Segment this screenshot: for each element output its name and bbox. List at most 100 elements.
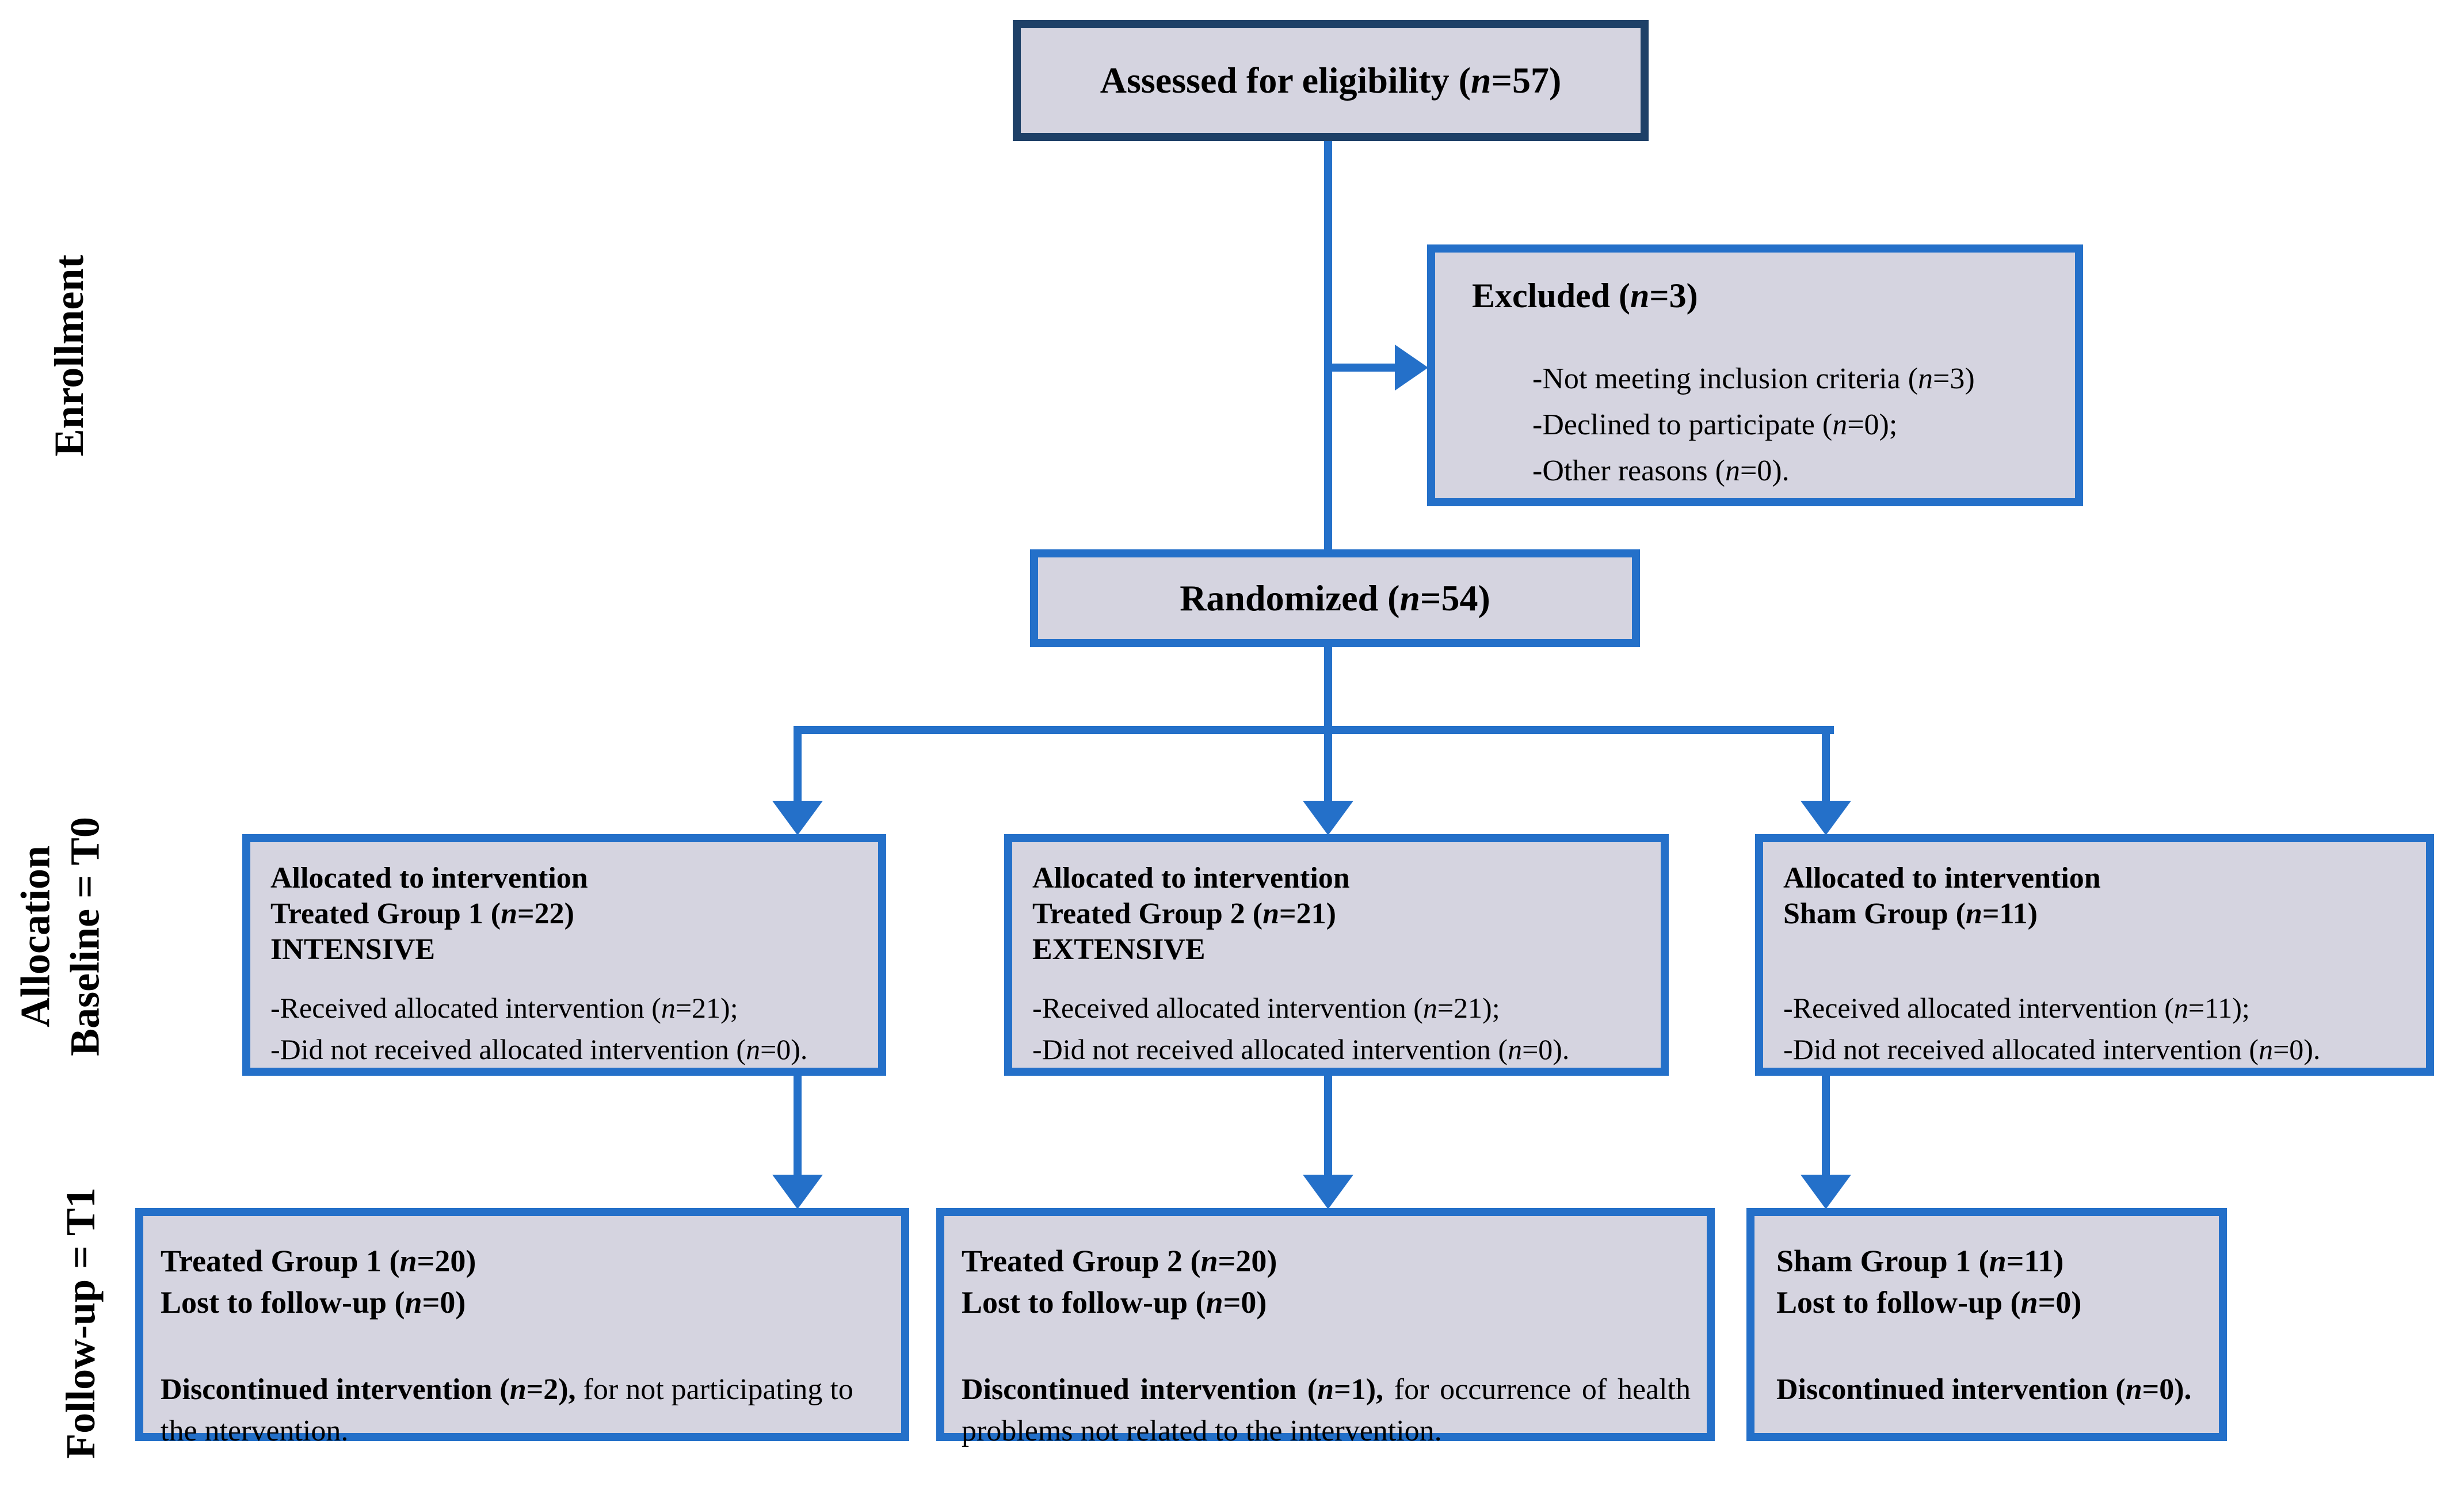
text-segment: =11) xyxy=(2006,1244,2064,1278)
text-segment: n xyxy=(1422,992,1437,1024)
text-line: Allocated to intervention xyxy=(270,861,865,896)
text-segment: Lost to follow-up ( xyxy=(161,1285,405,1320)
text-segment: =3) xyxy=(1649,277,1698,315)
text-segment: n xyxy=(1989,1244,2007,1278)
text-segment: Treated Group 2 ( xyxy=(962,1244,1201,1278)
text-segment: =0). xyxy=(1740,454,1790,487)
text-segment: =11); xyxy=(2188,992,2250,1024)
text-segment: for occurrence of health problems not re… xyxy=(962,1373,1691,1447)
followup-group1-discontinued: Discontinued intervention (n=2), for not… xyxy=(161,1369,885,1452)
text-line: Treated Group 1 (n=20) xyxy=(161,1240,885,1282)
text-segment: -Received allocated intervention ( xyxy=(1032,992,1423,1024)
text-line: -Not meeting inclusion criteria (n=3) xyxy=(1532,356,2058,402)
text-segment: n xyxy=(1399,578,1421,618)
stage-label-allocation-line2: Baseline = T0 xyxy=(62,817,108,1056)
arrowhead-allocation-group2-icon xyxy=(1303,801,1353,835)
excluded-title: Excluded (n=3) xyxy=(1472,277,2058,315)
text-segment: n xyxy=(1508,1033,1523,1065)
text-segment: -Did not received allocated intervention… xyxy=(1783,1033,2259,1065)
text-line: Lost to follow-up (n=0) xyxy=(1776,1282,2210,1323)
branch-line-sham xyxy=(1822,726,1830,804)
text-segment: n xyxy=(405,1285,422,1320)
text-segment: Discontinued intervention ( xyxy=(1776,1373,2126,1406)
text-segment: Allocated to intervention xyxy=(1783,862,2101,895)
followup-sham-discontinued: Discontinued intervention (n=0). xyxy=(1776,1369,2210,1411)
allocation-sham-items: -Received allocated intervention (n=11);… xyxy=(1783,987,2413,1070)
text-line: -Declined to participate (n=0); xyxy=(1532,402,2058,448)
text-segment: =1), xyxy=(1334,1373,1384,1406)
text-line: -Received allocated intervention (n=11); xyxy=(1783,987,2413,1029)
text-segment: n xyxy=(509,1373,527,1406)
text-segment: n xyxy=(1965,897,1982,930)
stage-label-followup: Follow-up = T1 xyxy=(57,1187,104,1459)
text-segment: =2), xyxy=(526,1373,576,1406)
text-segment: =0); xyxy=(1847,408,1898,441)
text-segment: Lost to follow-up ( xyxy=(1776,1285,2021,1320)
text-segment: =0). xyxy=(760,1033,808,1065)
arrowhead-allocation-sham-icon xyxy=(1801,801,1851,835)
text-segment: n xyxy=(1317,1373,1334,1406)
text-segment: n xyxy=(2259,1033,2274,1065)
text-line: Treated Group 1 (n=22) xyxy=(270,896,865,932)
arrowhead-excluded-icon xyxy=(1395,345,1428,391)
assessed-box: Assessed for eligibility (n=57) xyxy=(1013,20,1649,141)
arrowhead-allocation-group1-icon xyxy=(772,801,823,835)
text-segment: Sham Group ( xyxy=(1783,897,1966,930)
text-segment: n xyxy=(1832,408,1848,441)
branch-line-group1 xyxy=(794,726,802,804)
text-segment: n xyxy=(1262,897,1280,930)
text-segment: n xyxy=(501,897,518,930)
arrow-sham-to-followup xyxy=(1822,1071,1830,1178)
text-line: Lost to follow-up (n=0) xyxy=(161,1282,885,1323)
arrowhead-followup-group2-icon xyxy=(1303,1175,1353,1209)
text-segment: EXTENSIVE xyxy=(1032,933,1206,966)
text-segment: Excluded ( xyxy=(1472,277,1631,315)
text-line: INTENSIVE xyxy=(270,932,865,968)
text-segment: n xyxy=(1630,277,1650,315)
text-segment: Allocated to intervention xyxy=(1032,862,1350,895)
arrow-assessed-to-randomized xyxy=(1324,140,1332,552)
text-segment: n xyxy=(2173,992,2188,1024)
followup-box-sham: Sham Group 1 (n=11)Lost to follow-up (n=… xyxy=(1746,1208,2227,1441)
text-segment: Treated Group 1 ( xyxy=(270,897,501,930)
text-segment: =20) xyxy=(1218,1244,1277,1278)
text-segment: Treated Group 1 ( xyxy=(161,1244,400,1278)
text-segment: -Did not received allocated intervention… xyxy=(1032,1033,1508,1065)
text-segment: Allocated to intervention xyxy=(270,862,588,895)
text-line: -Did not received allocated intervention… xyxy=(1032,1029,1648,1070)
text-segment: n xyxy=(746,1033,761,1065)
text-segment: n xyxy=(399,1244,417,1278)
text-line: Sham Group (n=11) xyxy=(1783,896,2413,932)
text-segment: Discontinued intervention ( xyxy=(161,1373,510,1406)
text-line: -Received allocated intervention (n=21); xyxy=(270,987,865,1029)
text-segment: Randomized ( xyxy=(1180,578,1400,618)
text-line: Sham Group 1 (n=11) xyxy=(1776,1240,2210,1282)
followup-sham-title: Sham Group 1 (n=11)Lost to follow-up (n=… xyxy=(1776,1240,2210,1323)
stage-label-allocation-line1: Allocation xyxy=(12,846,59,1027)
text-segment: =21) xyxy=(1279,897,1336,930)
text-segment: Sham Group 1 ( xyxy=(1776,1244,1989,1278)
branch-horizontal-line xyxy=(794,726,1834,734)
text-segment: n xyxy=(1918,362,1933,395)
text-segment: -Did not received allocated intervention… xyxy=(270,1033,746,1065)
text-segment: =0) xyxy=(2038,1285,2082,1320)
text-segment: =0). xyxy=(2142,1373,2192,1406)
text-segment: =0) xyxy=(422,1285,466,1320)
assessed-text: Assessed for eligibility (n=57) xyxy=(1100,59,1562,102)
text-segment: =11) xyxy=(1982,897,2038,930)
text-segment: n xyxy=(1206,1285,1223,1320)
text-segment: n xyxy=(1200,1244,1218,1278)
text-line: Lost to follow-up (n=0) xyxy=(962,1282,1691,1323)
text-segment: for not participating to the ntervention… xyxy=(161,1373,853,1447)
text-segment: Treated Group 2 ( xyxy=(1032,897,1263,930)
text-line: Treated Group 2 (n=21) xyxy=(1032,896,1648,932)
text-segment: Assessed for eligibility ( xyxy=(1100,60,1471,101)
text-segment: =57) xyxy=(1491,60,1562,101)
randomized-text: Randomized (n=54) xyxy=(1180,577,1490,620)
text-segment: -Declined to participate ( xyxy=(1532,408,1833,441)
